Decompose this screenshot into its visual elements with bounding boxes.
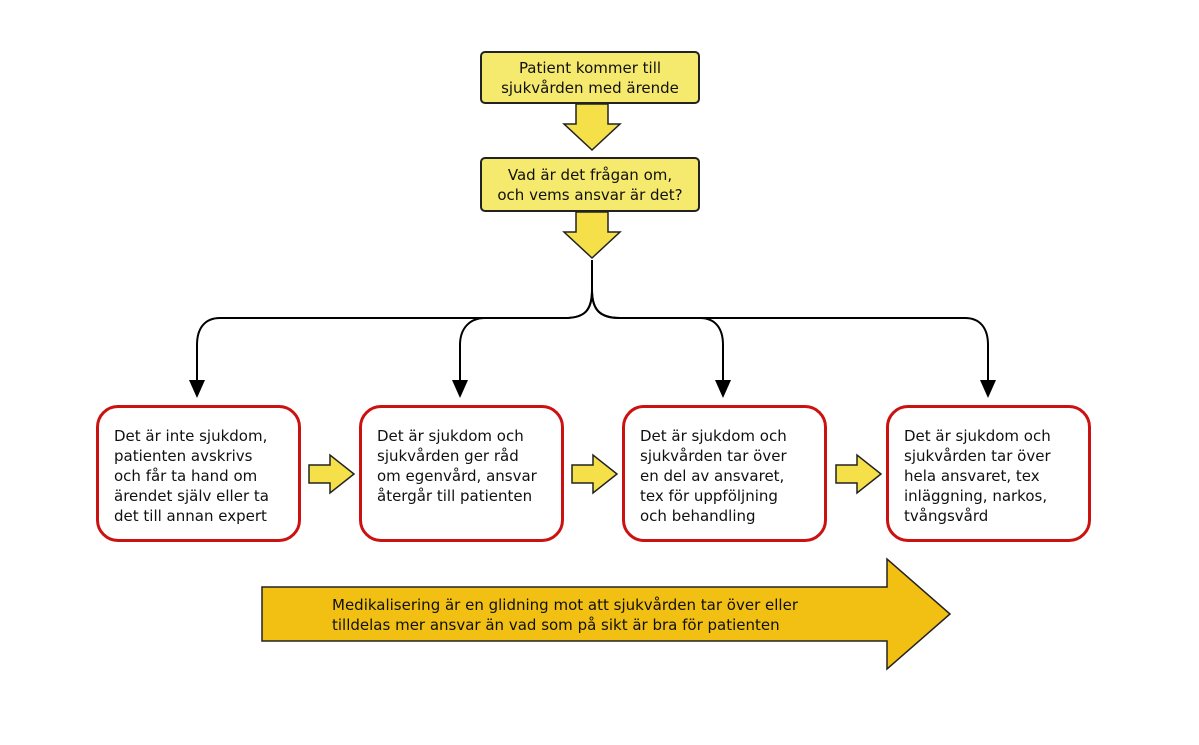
medicalization-text: Medikalisering är en glidning mot att sj…: [332, 596, 798, 634]
medicalization-arrow: [261, 557, 952, 671]
down-arrow-2: [562, 211, 622, 260]
branch-connectors: [196, 260, 989, 383]
right-arrow-2: [571, 453, 619, 495]
arrowhead-3: [715, 380, 731, 398]
question-box: Vad är det frågan om, och vems ansvar är…: [480, 157, 700, 212]
option-box-full-responsibility: Det är sjukdom och sjukvården tar över h…: [886, 405, 1091, 542]
option-box-not-disease: Det är inte sjukdom, patienten avskrivs …: [96, 405, 301, 542]
connector-2: [459, 289, 593, 383]
connector-1: [196, 260, 593, 383]
option-box-self-care-advice: Det är sjukdom och sjukvården ger råd om…: [359, 405, 564, 542]
connector-4: [591, 289, 989, 383]
arrowhead-1: [189, 380, 205, 398]
connector-3: [591, 289, 724, 383]
option-box-partial-responsibility: Det är sjukdom och sjukvården tar över e…: [622, 405, 827, 542]
arrowhead-4: [980, 380, 996, 398]
arrowhead-2: [452, 380, 468, 398]
right-arrow-3: [835, 453, 883, 495]
down-arrow-1: [562, 103, 622, 152]
start-box: Patient kommer till sjukvården med ärend…: [480, 51, 700, 104]
right-arrow-1: [308, 453, 356, 495]
